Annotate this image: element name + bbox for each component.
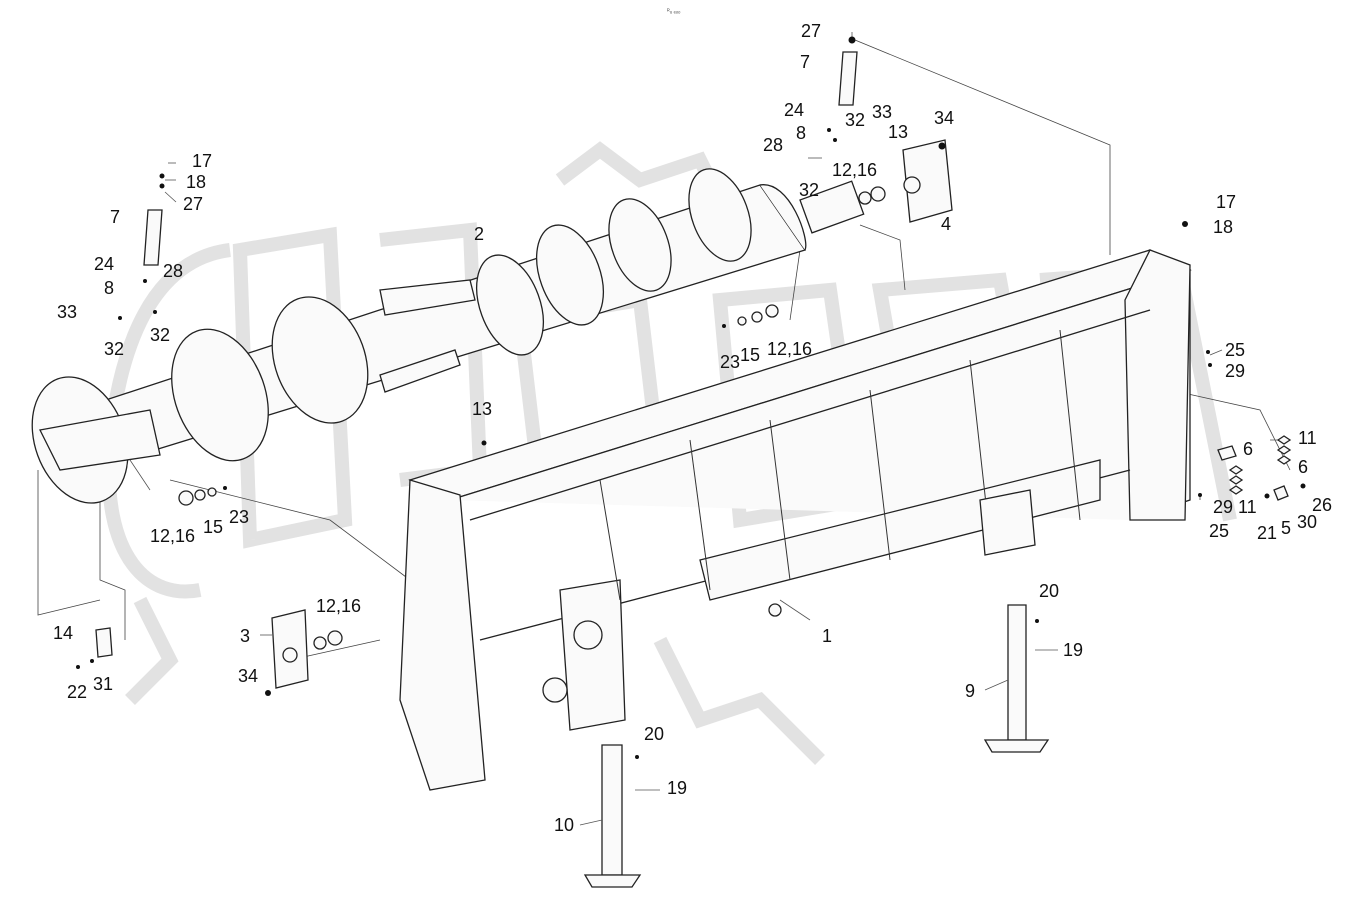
callout-32: 32 [104,339,124,359]
callout-9: 9 [965,681,975,701]
stand-10 [583,744,642,888]
callout-2: 2 [474,224,484,244]
stand-9 [983,604,1050,753]
callout-14: 14 [53,623,73,643]
fasteners [76,36,1306,759]
callout-34: 34 [238,666,258,686]
callout-19: 19 [667,778,687,798]
callout-29: 29 [1213,497,1233,517]
callout-23: 23 [720,352,740,372]
callout-17: 17 [192,151,212,171]
callout-7: 7 [110,207,120,227]
callout-29: 29 [1225,361,1245,381]
callout-12-16: 12,16 [316,596,361,616]
callout-6: 6 [1298,457,1308,477]
callout-15: 15 [740,345,760,365]
callout-23: 23 [229,507,249,527]
callout-4: 4 [941,214,951,234]
callout-28: 28 [163,261,183,281]
callout-10: 10 [554,815,574,835]
assembly-lines [37,39,1291,661]
callout-20: 20 [1039,581,1059,601]
callout-5: 5 [1281,518,1291,538]
callout-33: 33 [872,102,892,122]
callout-33: 33 [57,302,77,322]
callout-21: 21 [1257,523,1277,543]
callout-17: 17 [1216,192,1236,212]
callout-20: 20 [644,724,664,744]
callout-25: 25 [1209,521,1229,541]
clip-set [1217,435,1292,501]
callout-26: 26 [1312,495,1332,515]
callout-13: 13 [888,122,908,142]
callout-19: 19 [1063,640,1083,660]
callout-24: 24 [784,100,804,120]
callout-32: 32 [845,110,865,130]
auger-assembly [31,168,865,504]
callout-8: 8 [104,278,114,298]
callout-labels: ᴿᵤ ₑₒₒ 27 7 24 33 32 8 13 34 28 12,16 32… [53,8,1332,835]
callout-12-16: 12,16 [150,526,195,546]
callout-18: 18 [186,172,206,192]
callout-34: 34 [934,108,954,128]
callout-25: 25 [1225,340,1245,360]
callout-8: 8 [796,123,806,143]
callout-31: 31 [93,674,113,694]
callout-30: 30 [1297,512,1317,532]
callout-15: 15 [203,517,223,537]
callout-28: 28 [763,135,783,155]
callout-12-16: 12,16 [832,160,877,180]
callout-11: 11 [1298,428,1317,448]
header-frame [399,249,1192,791]
callout-1: 1 [822,626,832,646]
callout-6: 6 [1243,439,1253,459]
callout-18: 18 [1213,217,1233,237]
header-mark: ᴿᵤ ₑₒₒ [667,8,681,15]
washers [178,186,886,650]
callout-3: 3 [240,626,250,646]
callout-27: 27 [801,21,821,41]
springs [143,51,858,266]
callout-7: 7 [800,52,810,72]
callout-22: 22 [67,682,87,702]
callout-12-16: 12,16 [767,339,812,359]
callout-24: 24 [94,254,114,274]
callout-27: 27 [183,194,203,214]
callout-32: 32 [799,180,819,200]
side-plates [95,139,953,689]
callout-32: 32 [150,325,170,345]
callout-13: 13 [472,399,492,419]
callout-11: 11 [1238,497,1257,517]
